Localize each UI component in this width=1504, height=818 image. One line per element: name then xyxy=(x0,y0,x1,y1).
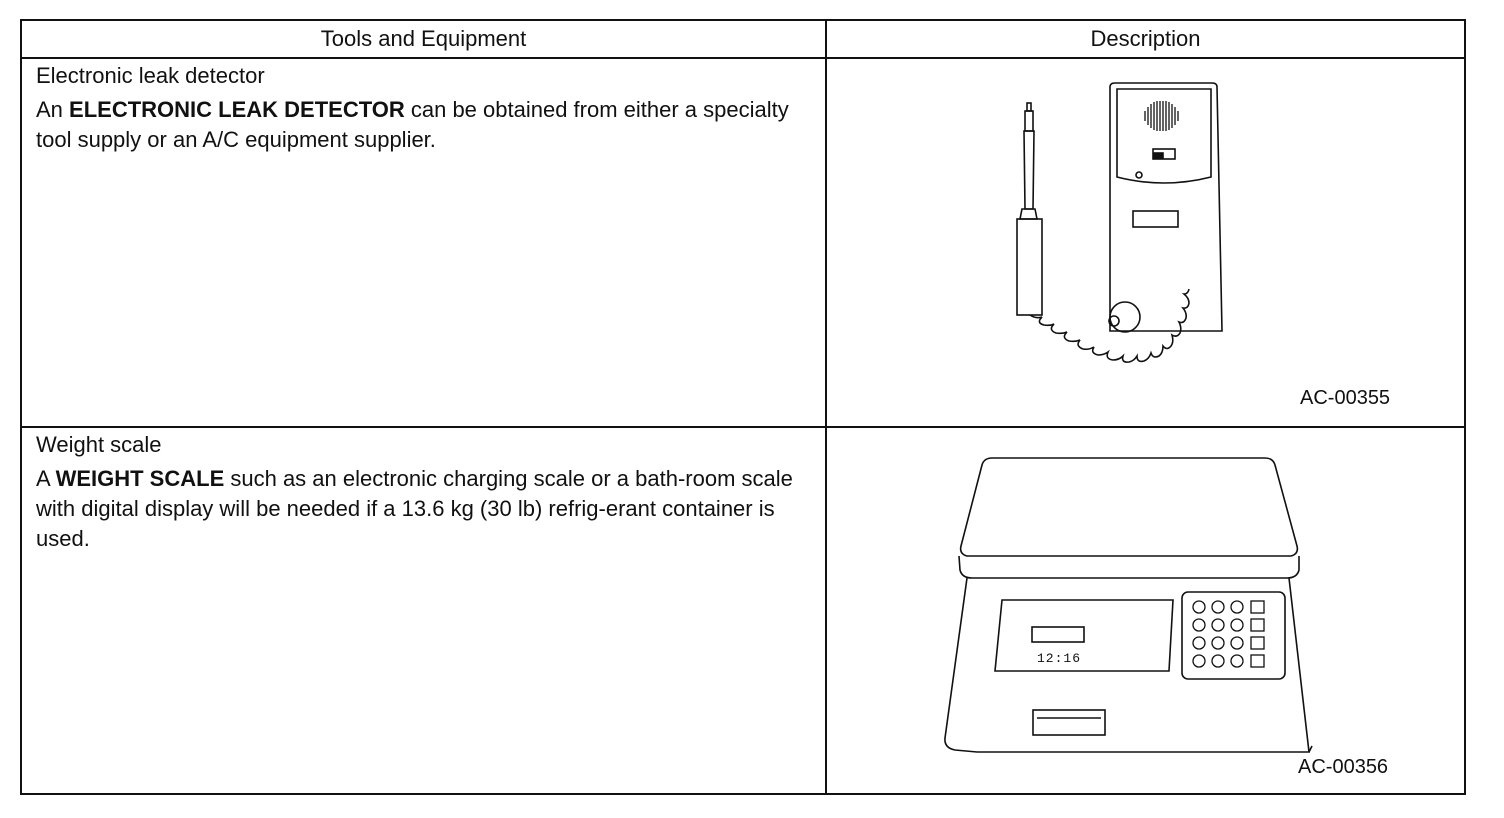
row-divider xyxy=(22,426,1464,428)
tool-description: A WEIGHT SCALE such as an electronic cha… xyxy=(36,466,793,551)
table-row: Electronic leak detector An ELECTRONIC L… xyxy=(22,59,825,426)
column-divider xyxy=(825,21,827,793)
header-tools-and-equipment: Tools and Equipment xyxy=(320,26,527,51)
figure-cell: AC-00355 xyxy=(827,59,1464,426)
scale-display-reading: 12:16 xyxy=(1037,651,1082,666)
figure-code: AC-00356 xyxy=(1298,756,1389,778)
figure-code: AC-00355 xyxy=(1300,387,1391,409)
tool-description: An ELECTRONIC LEAK DETECTOR can be obtai… xyxy=(36,97,789,152)
figure-cell: 12:16 AC-00356 xyxy=(827,428,1464,793)
header-divider xyxy=(22,57,1464,59)
tool-name: Electronic leak detector xyxy=(36,63,265,88)
tool-name: Weight scale xyxy=(36,432,162,457)
table-row: Weight scale A WEIGHT SCALE such as an e… xyxy=(22,428,825,793)
tool-name-bold: WEIGHT SCALE xyxy=(55,466,225,491)
header-description: Description xyxy=(1090,26,1201,51)
tool-name-bold: ELECTRONIC LEAK DETECTOR xyxy=(69,97,405,122)
tools-table: Tools and Equipment Description Electron… xyxy=(20,19,1466,795)
weight-scale-illustration xyxy=(944,457,1313,753)
electronic-leak-detector-illustration xyxy=(1016,82,1223,363)
